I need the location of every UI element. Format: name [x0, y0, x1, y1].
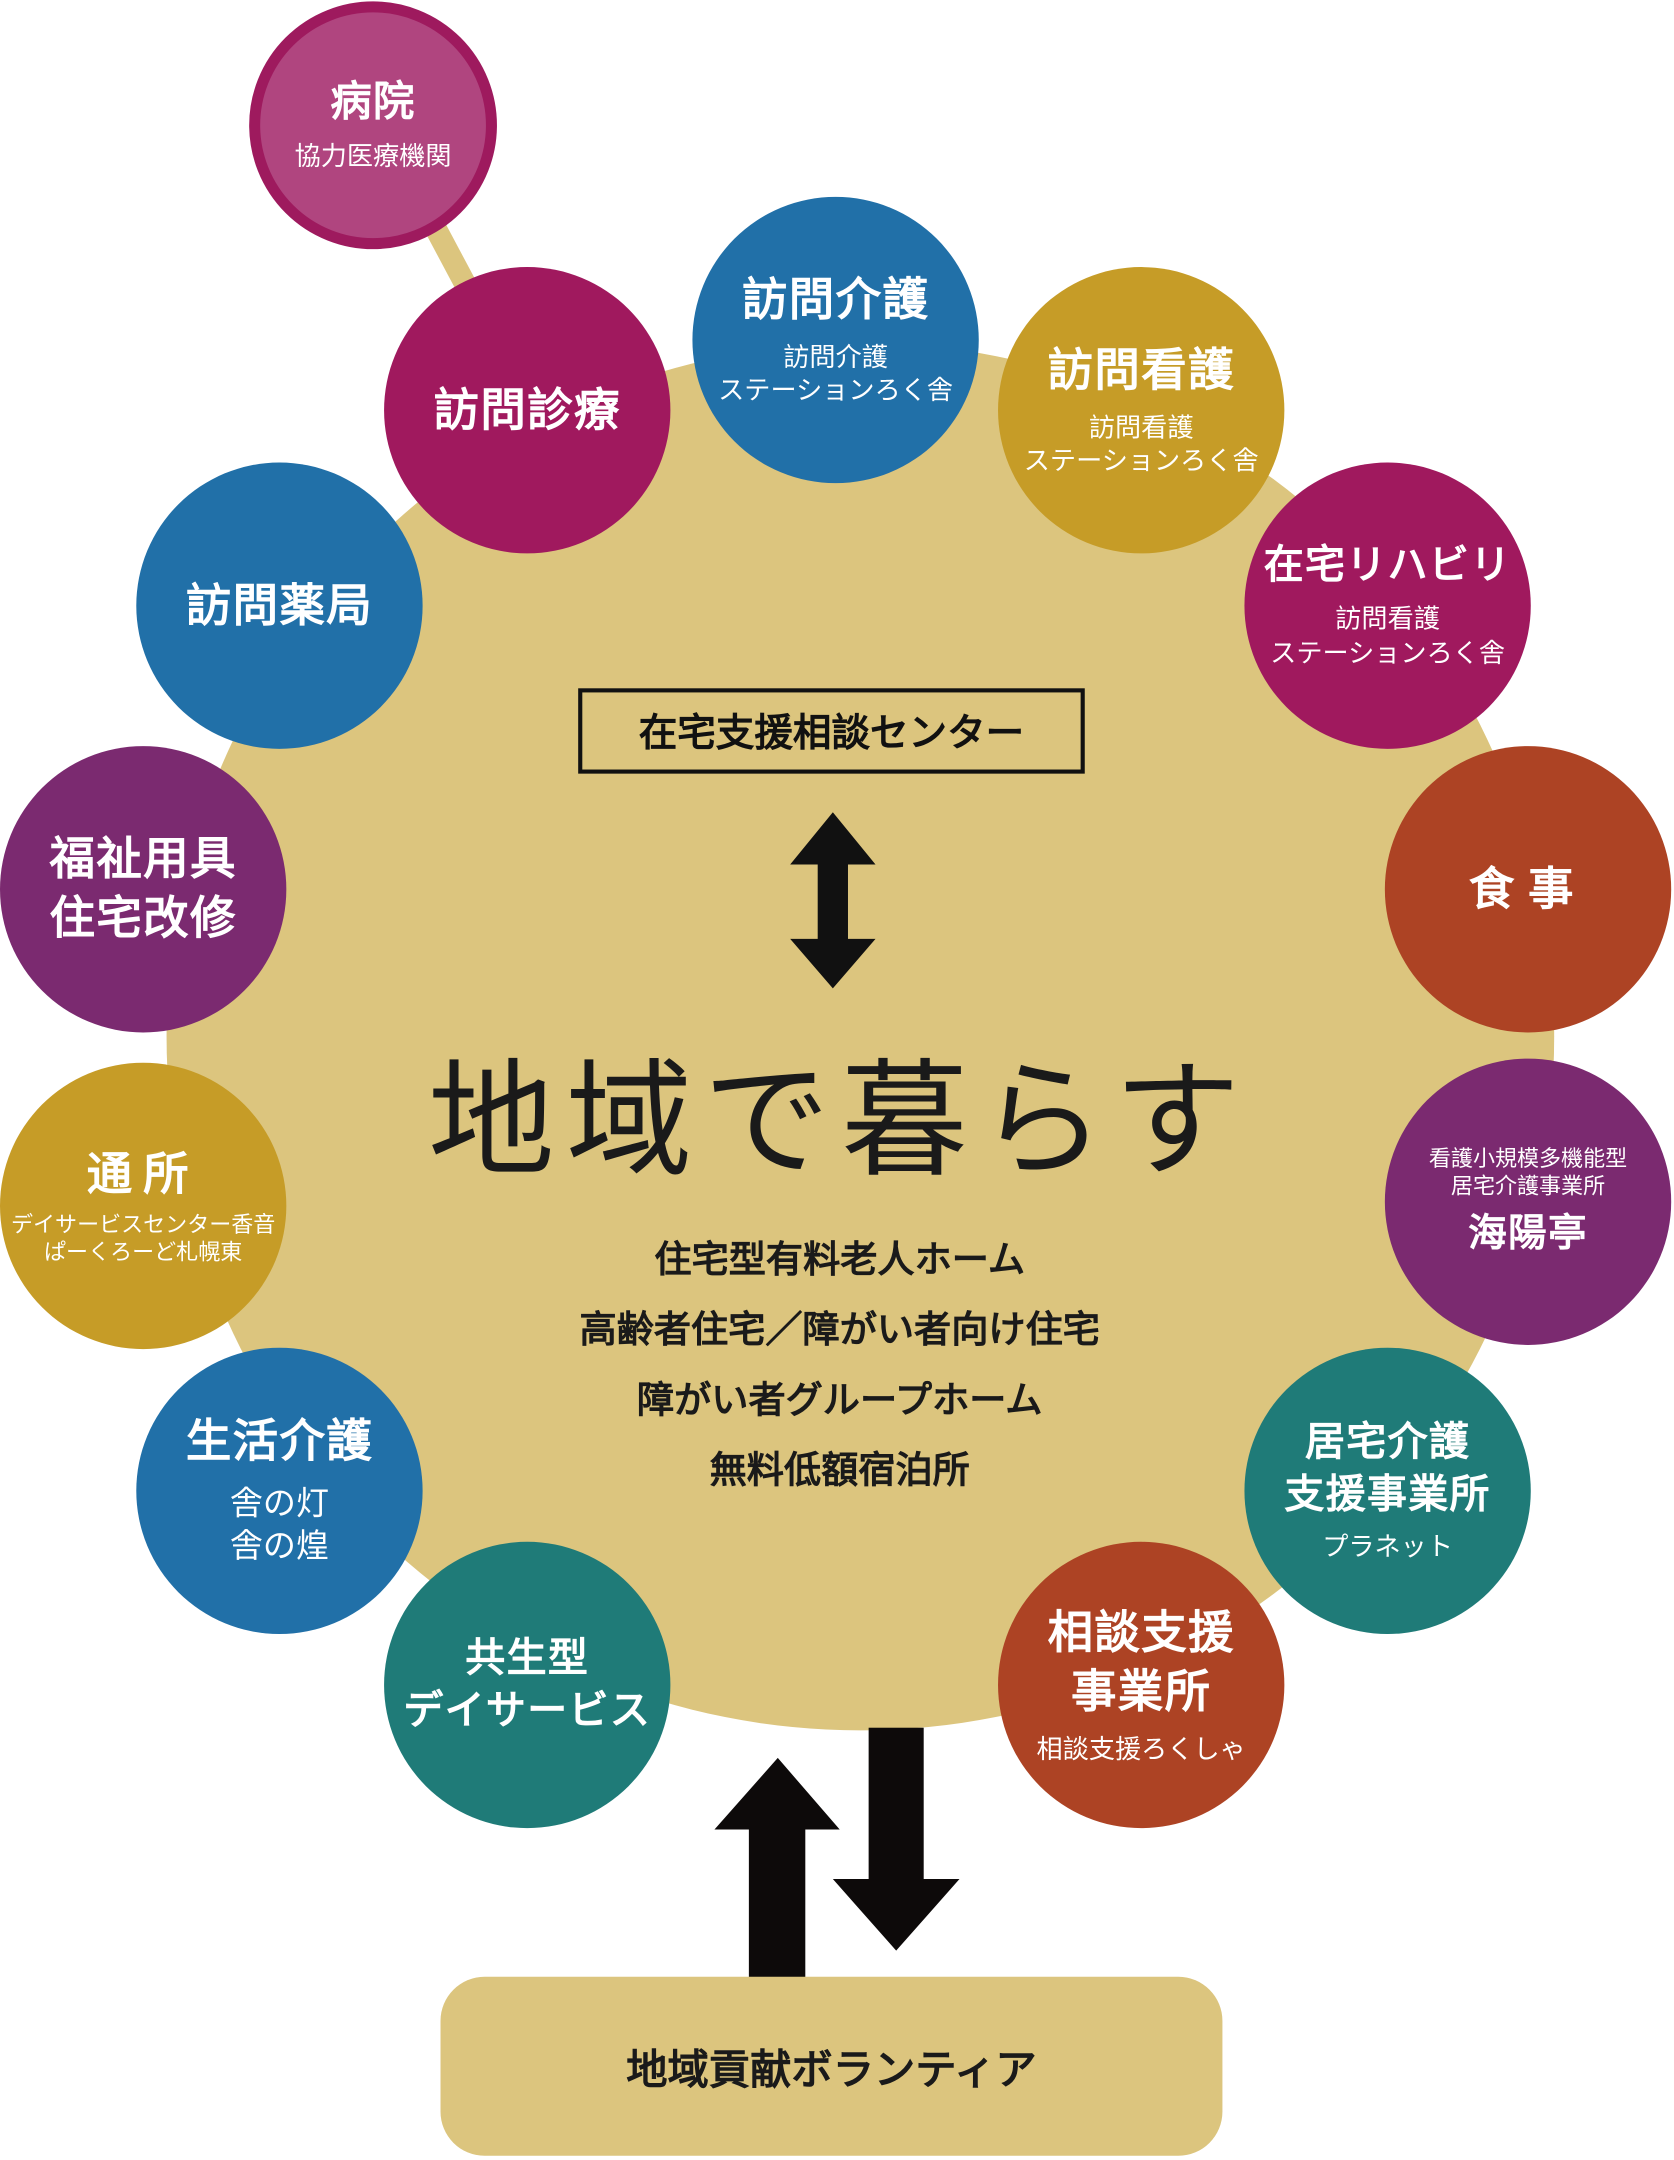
- home-care-sub2: ステーションろく舎: [718, 376, 954, 407]
- meals-circle: 食事: [1384, 746, 1672, 1033]
- consultation-circle: 相談支援 事業所 相談支援ろくしゃ: [998, 1541, 1285, 1829]
- care-support-circle: 居宅介護 支援事業所 プラネット: [1244, 1347, 1531, 1635]
- care-support-title1: 居宅介護: [1304, 1417, 1471, 1465]
- care-support-sub: プラネット: [1322, 1532, 1454, 1563]
- home-visit-medical-title: 訪問診療: [433, 382, 621, 436]
- home-nursing-circle: 訪問看護 訪問看護ステーションろく舎: [998, 267, 1285, 554]
- welfare-title2: 住宅改修: [49, 890, 237, 945]
- volunteer-label: 地域貢献ボランティア: [626, 2047, 1037, 2096]
- housing-item: 高齢者住宅／障がい者向け住宅: [579, 1309, 1100, 1352]
- welfare-circle: 福祉用具 住宅改修: [0, 746, 287, 1033]
- consultation-title2: 事業所: [1070, 1663, 1212, 1718]
- life-care-circle: 生活介護 舎の灯舎の煌: [136, 1347, 423, 1635]
- home-care-sub1: 訪問介護: [783, 342, 888, 373]
- kaiyotei-sub2: 居宅介護事業所: [1450, 1172, 1606, 1199]
- home-rehab-sub2: ステーションろく舎: [1270, 638, 1506, 669]
- hospital-title: 病院: [330, 78, 416, 127]
- volunteer-box: 地域貢献ボランティア: [440, 1976, 1223, 2156]
- kaiyotei-sub1: 看護小規模多機能型: [1428, 1145, 1628, 1172]
- symbiotic-circle: 共生型 デイサービス: [384, 1541, 671, 1829]
- day-service-sub1: デイサービスセンター香音: [10, 1212, 276, 1239]
- home-nursing-title: 訪問看護: [1047, 342, 1235, 397]
- day-service-title: 通所: [86, 1146, 200, 1200]
- pharmacy-circle: 訪問薬局: [136, 462, 423, 749]
- symbiotic-title2: デイサービス: [403, 1686, 652, 1734]
- consult-center-label: 在宅支援相談センター: [638, 710, 1025, 756]
- life-care-sub1: 舎の灯: [229, 1484, 330, 1523]
- home-care-circle: 訪問介護 訪問介護ステーションろく舎: [692, 196, 979, 484]
- home-nursing-sub2: ステーションろく舎: [1023, 446, 1259, 477]
- home-rehab-title: 在宅リハビリ: [1263, 541, 1512, 589]
- welfare-title1: 福祉用具: [49, 831, 237, 886]
- hospital-sub: 協力医療機関: [294, 142, 452, 173]
- consultation-sub: 相談支援ろくしゃ: [1036, 1733, 1246, 1765]
- up-down-arrows-icon: [714, 1727, 960, 1979]
- housing-item: 無料低額宿泊所: [709, 1449, 970, 1493]
- consult-center-box: 在宅支援相談センター: [578, 688, 1085, 774]
- symbiotic-title1: 共生型: [465, 1634, 590, 1682]
- home-nursing-sub1: 訪問看護: [1088, 412, 1194, 443]
- day-service-sub2: ぱーくろーど札幌東: [44, 1239, 243, 1266]
- main-title: 地域で暮らす: [427, 1047, 1252, 1195]
- home-visit-medical-circle: 訪問診療: [384, 267, 671, 554]
- housing-list: 住宅型有料老人ホーム 高齢者住宅／障がい者向け住宅 障がい者グループホーム 無料…: [454, 1225, 1225, 1506]
- life-care-title: 生活介護: [185, 1414, 374, 1468]
- consultation-title1: 相談支援: [1047, 1604, 1235, 1659]
- double-arrow-icon: [790, 812, 876, 989]
- hospital-circle: 病院 協力医療機関: [249, 1, 497, 250]
- kaiyotei-circle: 看護小規模多機能型 居宅介護事業所 海陽亭: [1384, 1058, 1672, 1345]
- pharmacy-title: 訪問薬局: [185, 577, 374, 632]
- kaiyotei-title: 海陽亭: [1468, 1209, 1588, 1256]
- home-rehab-sub1: 訪問看護: [1335, 604, 1440, 635]
- meals-title: 食事: [1468, 861, 1588, 915]
- home-care-title: 訪問介護: [741, 272, 930, 327]
- care-support-title2: 支援事業所: [1284, 1469, 1491, 1517]
- housing-item: 住宅型有料老人ホーム: [654, 1238, 1026, 1282]
- home-rehab-circle: 在宅リハビリ 訪問看護ステーションろく舎: [1244, 462, 1531, 749]
- day-service-circle: 通所 デイサービスセンター香音ぱーくろーど札幌東: [0, 1062, 287, 1350]
- housing-item: 障がい者グループホーム: [636, 1379, 1043, 1423]
- life-care-sub2: 舎の煌: [229, 1527, 330, 1566]
